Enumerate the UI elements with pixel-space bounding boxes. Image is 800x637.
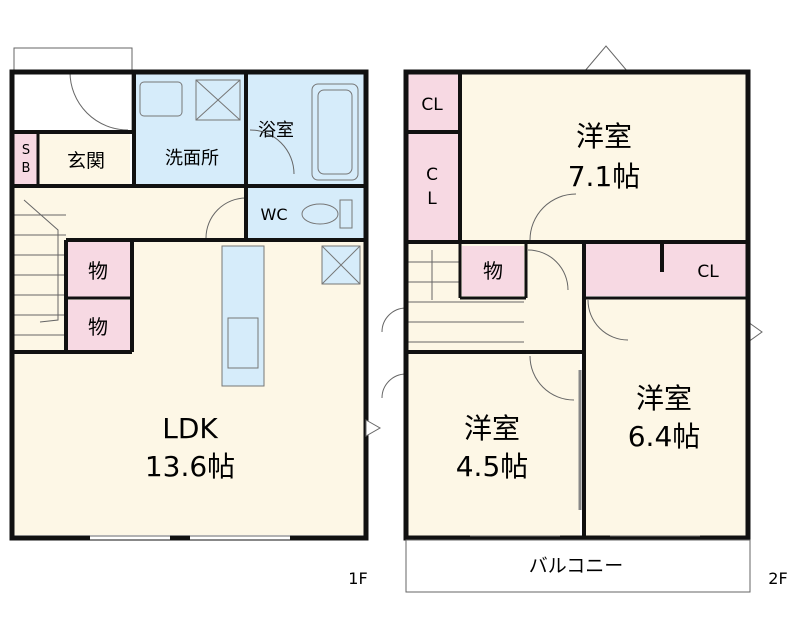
walls-2f [403,69,751,541]
room-c-fill [408,352,580,536]
balcony-outline [405,539,751,593]
entrance-door-swing [69,71,129,131]
kitchen-counter [221,245,265,387]
washbasin [139,81,183,117]
sb-fill [14,132,38,184]
roof-access-marker [582,45,630,73]
washroom-label: 洗面所 [165,148,219,169]
wc-fill [248,188,364,238]
stairs-1f [14,199,66,336]
sb-label-bottom: B [22,161,31,176]
room-a-fill [462,74,746,240]
ldk-name-label: LDK [162,412,218,445]
washroom-fill [134,74,244,184]
storage1-fill [68,242,130,298]
left-door-swing-b [381,373,407,399]
entrance-label: 玄関 [67,150,105,172]
floor-1: S B 玄関 洗面所 浴室 WC 物 物 LDK 13.6帖 1F [9,47,382,588]
room-b-name-label: 洋室 [636,382,692,415]
balcony-label: バルコニー [529,555,624,577]
room-a-size-label: 7.1帖 [568,160,641,193]
storage2-fill [68,300,130,350]
wc-label: WC [261,205,288,224]
cl-small-fill [408,74,460,130]
cl-tall-label-top: C [426,165,438,185]
fridge-x2 [321,245,361,285]
cl-tall-label-bottom: L [427,189,437,209]
washer-x2 [195,79,241,121]
bathtub-inner [317,89,353,175]
sb-label-top: S [22,143,30,158]
bath-door-swing [249,129,295,175]
room-c-size-label: 4.5帖 [456,450,529,483]
room-a-door-swing [529,193,577,241]
left-door-swing-a [381,307,407,333]
cl-tall-fill [408,134,460,240]
cl-wide-label: CL [697,262,719,282]
toilet-tank [339,199,353,229]
storage2-label: 物 [88,315,108,339]
floor1-label: 1F [348,569,367,588]
cl-small-label: CL [421,95,443,115]
wc-door-swing [205,197,247,239]
storage-2f-fill [462,246,524,296]
bath-label: 浴室 [258,120,294,141]
room-c-door-swing [529,355,575,401]
bathtub [311,83,359,181]
cl-wide-fill [586,244,746,296]
room-b-door-swing [587,299,629,341]
room-b-size-label: 6.4帖 [628,420,701,453]
entrance-fill [38,132,130,184]
room-b-fill [586,298,746,536]
exterior-door-marker [365,419,382,437]
stairs-2f [408,250,524,343]
room-a-name-label: 洋室 [576,120,632,153]
washer-space [195,79,241,121]
room-c-name-label: 洋室 [464,412,520,445]
walls-1f [9,69,369,541]
toilet-bowl [301,203,339,225]
ldk-size-label: 13.6帖 [145,450,235,483]
floor2-label: 2F [768,569,787,588]
bath-fill [248,74,364,184]
storage-2f-door-swing [527,249,569,291]
storage1-label: 物 [88,259,108,283]
floor-2: CL C L 洋室 7.1帖 物 CL 洋室 6.4帖 洋室 4.5帖 バルコニ… [381,45,788,593]
storage-2f-label: 物 [483,259,503,283]
kitchen-sink [227,317,259,369]
